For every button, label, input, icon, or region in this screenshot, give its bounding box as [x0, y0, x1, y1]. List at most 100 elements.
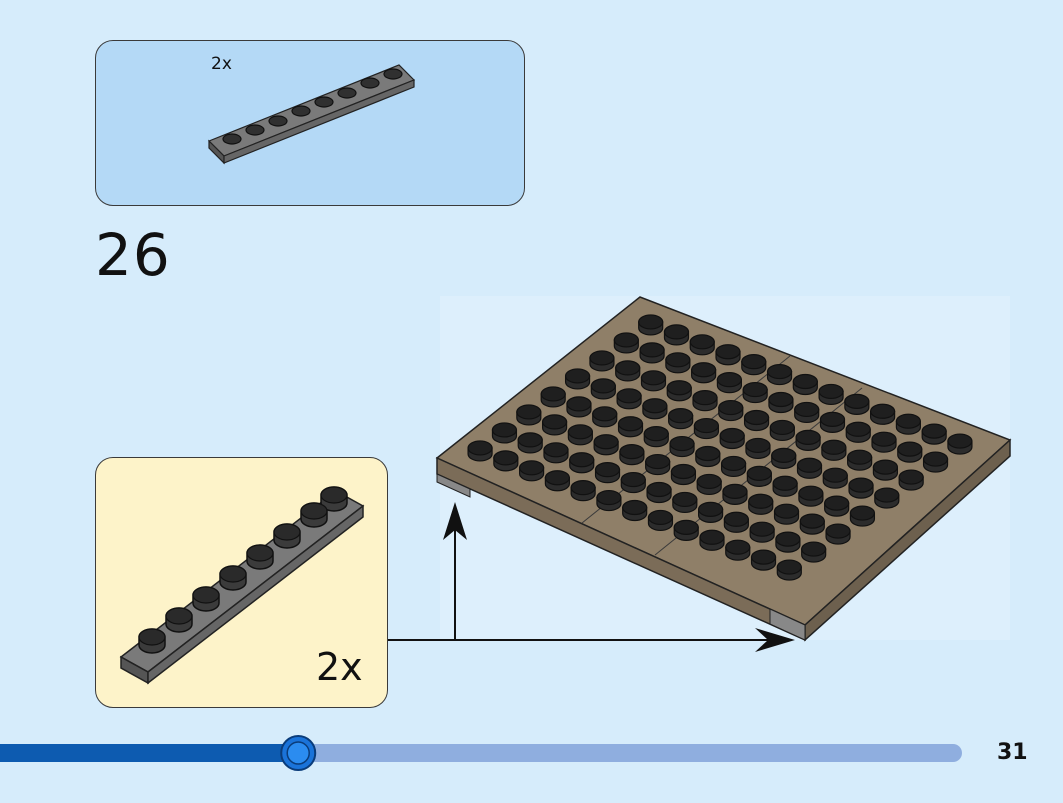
stud-top — [569, 452, 595, 468]
stud-top — [639, 342, 665, 358]
stud-top — [799, 513, 825, 529]
stud-top — [541, 414, 568, 430]
stud-top — [921, 423, 947, 439]
stud-top — [796, 457, 823, 473]
stud-top — [673, 519, 699, 535]
stud-top — [593, 434, 619, 450]
stud-top — [689, 334, 715, 350]
stud-top — [615, 360, 641, 376]
stud-top — [748, 493, 774, 509]
stud-top — [769, 419, 795, 436]
stud-top — [819, 411, 846, 427]
stud-top — [543, 442, 569, 458]
stud-top — [898, 469, 924, 485]
stud-top — [872, 459, 899, 475]
stud-top — [798, 485, 824, 501]
stud-top — [663, 324, 690, 340]
stud-top — [594, 462, 621, 478]
stud-top — [775, 531, 801, 547]
stud-top — [638, 314, 664, 330]
plate-1x8-icon — [207, 64, 416, 165]
baseplate-studs — [467, 314, 973, 581]
stud-top — [792, 373, 818, 390]
plate-1x8-sub-icon — [119, 486, 365, 685]
stud-top — [874, 487, 900, 503]
stud-top — [666, 380, 692, 396]
stud-top — [617, 416, 644, 432]
stud-top — [668, 408, 694, 424]
stud-top — [491, 422, 518, 438]
parts-list-box: 2x — [95, 40, 525, 206]
stud-top — [622, 499, 648, 516]
stud-top — [824, 495, 850, 511]
stud-top — [847, 449, 873, 465]
stud-top — [749, 521, 775, 537]
stud-top — [720, 455, 747, 472]
stud-top — [822, 467, 848, 483]
stud-top — [776, 559, 802, 575]
stud-top — [540, 386, 566, 402]
stud-top — [566, 396, 592, 412]
stud-top — [772, 475, 798, 491]
stud-top — [570, 480, 596, 496]
stud-top — [516, 404, 542, 420]
stud-top — [696, 473, 722, 490]
stud-top — [640, 370, 667, 386]
stud-top — [771, 447, 797, 463]
page-number: 31 — [997, 740, 1028, 765]
stud-top — [592, 406, 618, 422]
stud-top — [723, 511, 749, 527]
stud-top — [773, 503, 800, 519]
stud-top — [665, 352, 691, 368]
stud-top — [564, 368, 591, 384]
stud-top — [693, 417, 720, 434]
stud-top — [642, 398, 668, 414]
stud-top — [719, 427, 745, 444]
stud-top — [590, 378, 616, 394]
stud-top — [871, 431, 897, 447]
stud-top — [718, 399, 744, 416]
stud-top — [821, 439, 847, 455]
stud-top — [647, 509, 674, 526]
placement-arrows — [388, 530, 785, 641]
stud-top — [620, 471, 646, 488]
subassembly-count-label: 2x — [316, 645, 363, 689]
stud-top — [743, 409, 770, 426]
arrow-head-right-icon — [755, 628, 795, 652]
stud-top — [746, 465, 772, 481]
stud-top — [493, 450, 519, 466]
step-number: 26 — [95, 221, 171, 289]
stud-top — [844, 393, 870, 409]
stud-top — [750, 549, 777, 565]
stud-top — [699, 529, 725, 545]
stud-top — [849, 505, 876, 521]
stud-top — [467, 440, 493, 456]
stud-top — [825, 523, 851, 539]
stud-top — [596, 489, 622, 506]
stud-top — [741, 354, 767, 370]
stud-top — [692, 390, 718, 406]
stud-top — [818, 383, 844, 400]
progress-fill — [0, 744, 299, 762]
stud-top — [848, 477, 874, 493]
stud-top — [766, 363, 793, 380]
stud-top — [643, 426, 669, 442]
stud-top — [691, 362, 717, 378]
stud-top — [725, 539, 751, 555]
subassembly-box: 2x — [95, 457, 388, 708]
stud-top — [795, 429, 821, 445]
stud-top — [801, 541, 827, 557]
stud-top — [613, 332, 639, 348]
stud-top — [715, 344, 741, 360]
stud-top — [794, 401, 820, 418]
stud-top — [895, 413, 921, 429]
stud-top — [669, 435, 695, 452]
stud-top — [672, 491, 698, 508]
stud-top — [698, 501, 724, 517]
stud-top — [517, 432, 543, 448]
stud-top — [722, 483, 748, 499]
stud-top — [845, 421, 871, 437]
stud-top — [670, 463, 697, 480]
stud-top — [870, 403, 896, 419]
